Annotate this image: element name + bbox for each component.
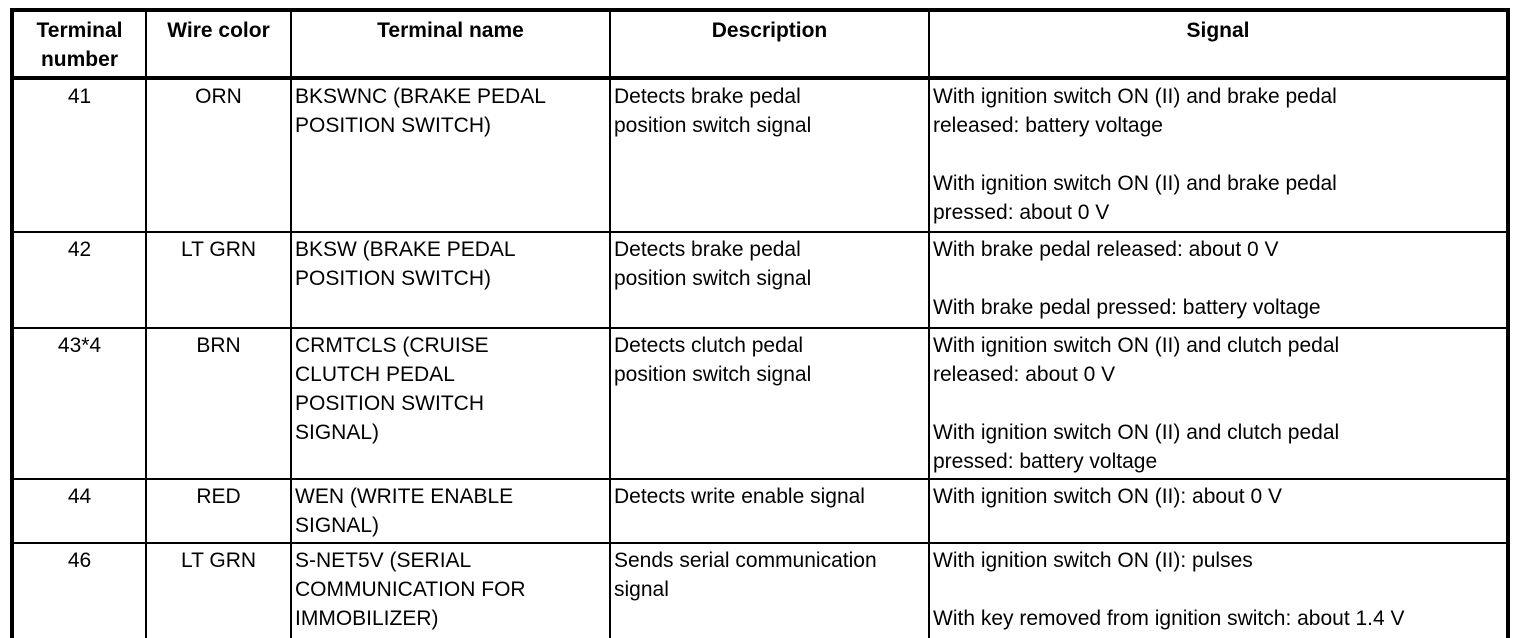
col-header-terminal-number: Terminal number bbox=[11, 9, 147, 80]
cell-terminal-number: 41 bbox=[11, 77, 147, 233]
cell-terminal-name: BKSWNC (BRAKE PEDAL POSITION SWITCH) bbox=[290, 77, 611, 233]
cell-wire-color: BRN bbox=[145, 327, 292, 480]
cell-wire-color: LT GRN bbox=[145, 231, 292, 329]
cell-wire-color: RED bbox=[145, 478, 292, 544]
cell-terminal-number: 44 bbox=[11, 478, 147, 544]
col-header-description: Description bbox=[609, 9, 930, 80]
cell-terminal-name: WEN (WRITE ENABLE SIGNAL) bbox=[290, 478, 611, 544]
col-header-wire-color: Wire color bbox=[145, 9, 292, 80]
cell-terminal-name: S-NET5V (SERIAL COMMUNICATION FOR IMMOBI… bbox=[290, 542, 611, 638]
cell-signal: With ignition switch ON (II) and clutch … bbox=[928, 327, 1509, 480]
cell-terminal-number: 46 bbox=[11, 542, 147, 638]
cell-terminal-number: 43*4 bbox=[11, 327, 147, 480]
cell-terminal-name: CRMTCLS (CRUISE CLUTCH PEDAL POSITION SW… bbox=[290, 327, 611, 480]
cell-description: Detects brake pedal position switch sign… bbox=[609, 231, 930, 329]
cell-signal: With ignition switch ON (II): about 0 V bbox=[928, 478, 1509, 544]
cell-signal: With ignition switch ON (II) and brake p… bbox=[928, 77, 1509, 233]
cell-wire-color: LT GRN bbox=[145, 542, 292, 638]
cell-wire-color: ORN bbox=[145, 77, 292, 233]
cell-signal: With ignition switch ON (II): pulses Wit… bbox=[928, 542, 1509, 638]
table-row: 46 LT GRN S-NET5V (SERIAL COMMUNICATION … bbox=[11, 542, 1509, 638]
cell-terminal-number: 42 bbox=[11, 231, 147, 329]
table-row: 41 ORN BKSWNC (BRAKE PEDAL POSITION SWIT… bbox=[11, 77, 1509, 233]
cell-description: Detects brake pedal position switch sign… bbox=[609, 77, 930, 233]
cell-description: Detects clutch pedal position switch sig… bbox=[609, 327, 930, 480]
col-header-signal: Signal bbox=[928, 9, 1509, 80]
header-row: Terminal number Wire color Terminal name… bbox=[11, 9, 1509, 80]
table-row: 43*4 BRN CRMTCLS (CRUISE CLUTCH PEDAL PO… bbox=[11, 327, 1509, 480]
cell-terminal-name: BKSW (BRAKE PEDAL POSITION SWITCH) bbox=[290, 231, 611, 329]
col-header-terminal-name: Terminal name bbox=[290, 9, 611, 80]
table-row: 44 RED WEN (WRITE ENABLE SIGNAL) Detects… bbox=[11, 478, 1509, 544]
cell-description: Detects write enable signal bbox=[609, 478, 930, 544]
cell-signal: With brake pedal released: about 0 V Wit… bbox=[928, 231, 1509, 329]
terminal-pinout-table: Terminal number Wire color Terminal name… bbox=[10, 8, 1510, 638]
table-row: 42 LT GRN BKSW (BRAKE PEDAL POSITION SWI… bbox=[11, 231, 1509, 329]
cell-description: Sends serial communication signal bbox=[609, 542, 930, 638]
